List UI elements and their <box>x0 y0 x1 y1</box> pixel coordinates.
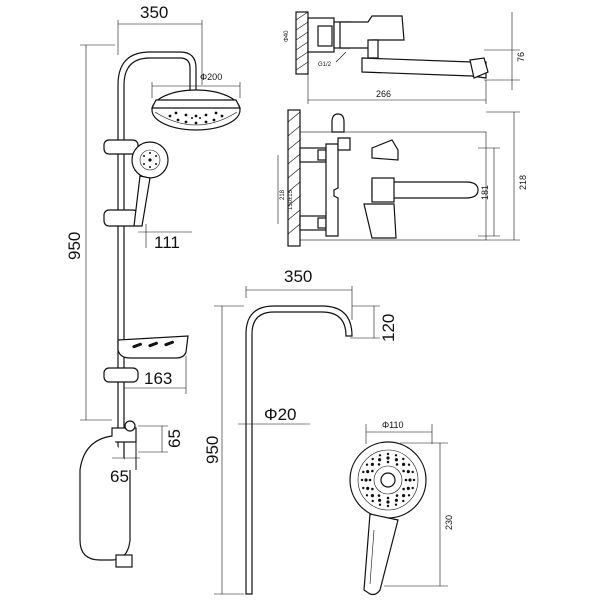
nozzle-hole <box>406 470 410 474</box>
soap-dish <box>117 335 189 359</box>
nozzle-hole <box>395 494 399 497</box>
shelf-depth-label: 163 <box>144 369 172 388</box>
nozzle-hole <box>402 469 405 473</box>
nozzle-hole <box>371 499 374 503</box>
mixer-handle <box>371 181 479 199</box>
riser-diameter-label: Φ20 <box>264 405 296 424</box>
hand-shower-head <box>349 441 427 519</box>
nozzle-hole <box>377 463 381 466</box>
nozzle-hole <box>407 494 411 497</box>
riser-width-label: 350 <box>284 267 312 286</box>
nozzle-hole <box>402 462 406 466</box>
nozzle-hole <box>386 456 390 460</box>
riser-height-label: 950 <box>203 436 222 464</box>
nozzle-hole <box>368 478 372 482</box>
hand-shower-view: Φ110 230 <box>349 420 454 596</box>
riser-bend-label: 120 <box>379 314 398 342</box>
nozzle-hole <box>402 494 406 498</box>
nozzle-hole <box>362 470 365 474</box>
nozzle-hole <box>394 458 398 462</box>
nozzle-hole <box>395 463 399 466</box>
nozzle-hole <box>370 462 374 466</box>
nozzle-hole <box>412 478 416 482</box>
nozzle-hole <box>386 452 390 456</box>
nozzle-hole <box>371 487 374 491</box>
riser-pipe <box>245 305 353 595</box>
nozzle-hole <box>377 494 381 497</box>
mixer-side-view: Φ40 G1/2 76 266 <box>284 11 526 104</box>
diverter-width-label: 65 <box>110 467 129 486</box>
mixer-inner-left-label: 218 <box>280 189 286 200</box>
nozzle-hole <box>365 463 369 466</box>
mixer-front-body <box>325 143 339 237</box>
mixer-height-outer-label: 218 <box>518 175 528 190</box>
shower-height-label: 950 <box>65 232 84 260</box>
nozzle-hole <box>362 486 365 490</box>
nozzle-hole <box>378 454 382 457</box>
nozzle-hole <box>404 478 408 482</box>
mixer-front-view: 218 150±15 181 218 <box>277 109 528 247</box>
nozzle-hole <box>371 457 374 461</box>
shower-set-view: 350 950 Φ200 <box>65 3 241 568</box>
nozzle-hole <box>378 503 382 506</box>
nozzle-hole <box>386 460 390 464</box>
nozzle-hole <box>378 458 382 462</box>
shower-head-nozzles <box>168 111 224 125</box>
nozzle-hole <box>364 478 368 482</box>
nozzle-hole <box>408 478 412 482</box>
hand-shower-small <box>131 141 169 227</box>
mixer-thread-label: G1/2 <box>318 62 332 68</box>
mixer-inner-left-2-label: 150±15 <box>288 189 294 210</box>
wall-holder <box>331 113 345 133</box>
nozzle-hole <box>378 498 382 502</box>
riser-pipe-view: 350 120 Φ20 950 <box>203 267 398 595</box>
nozzle-hole <box>402 487 405 491</box>
nozzle-hole <box>406 486 410 490</box>
nozzle-hole <box>386 496 390 500</box>
hand-shower-diameter-label: Φ110 <box>382 420 404 430</box>
nozzle-hole <box>394 498 398 502</box>
nozzle-hole <box>407 463 411 466</box>
nozzle-hole <box>402 499 405 503</box>
shower-width-label: 350 <box>140 3 168 22</box>
head-diameter-label: Φ200 <box>200 72 222 82</box>
shower-hose <box>79 435 131 561</box>
diverter-height-label: 65 <box>165 429 184 448</box>
nozzle-hole <box>360 478 364 482</box>
nozzle-hole <box>394 503 398 506</box>
spout-height-label: 76 <box>516 52 526 62</box>
nozzle-hole <box>402 457 405 461</box>
nozzle-hole <box>370 494 374 498</box>
nozzle-hole <box>366 486 370 490</box>
nozzle-hole <box>394 454 398 457</box>
nozzle-hole <box>386 500 390 504</box>
nozzle-hole <box>411 486 414 490</box>
mixer-body <box>339 15 405 49</box>
mixer-spout <box>361 57 487 79</box>
nozzle-hole <box>371 469 374 473</box>
mixer-thread-left-label: Φ40 <box>284 30 290 42</box>
nozzle-hole <box>386 504 390 508</box>
hand-shower-length-label: 230 <box>444 515 454 530</box>
holder-depth-label: 111 <box>154 233 180 252</box>
hand-shower-handle <box>363 513 399 596</box>
mixer-height-inner-label: 181 <box>480 185 490 200</box>
nozzle-hole <box>365 494 369 497</box>
nozzle-hole <box>411 470 414 474</box>
nozzle-hole <box>366 470 370 474</box>
spout-length-label: 266 <box>376 89 391 99</box>
